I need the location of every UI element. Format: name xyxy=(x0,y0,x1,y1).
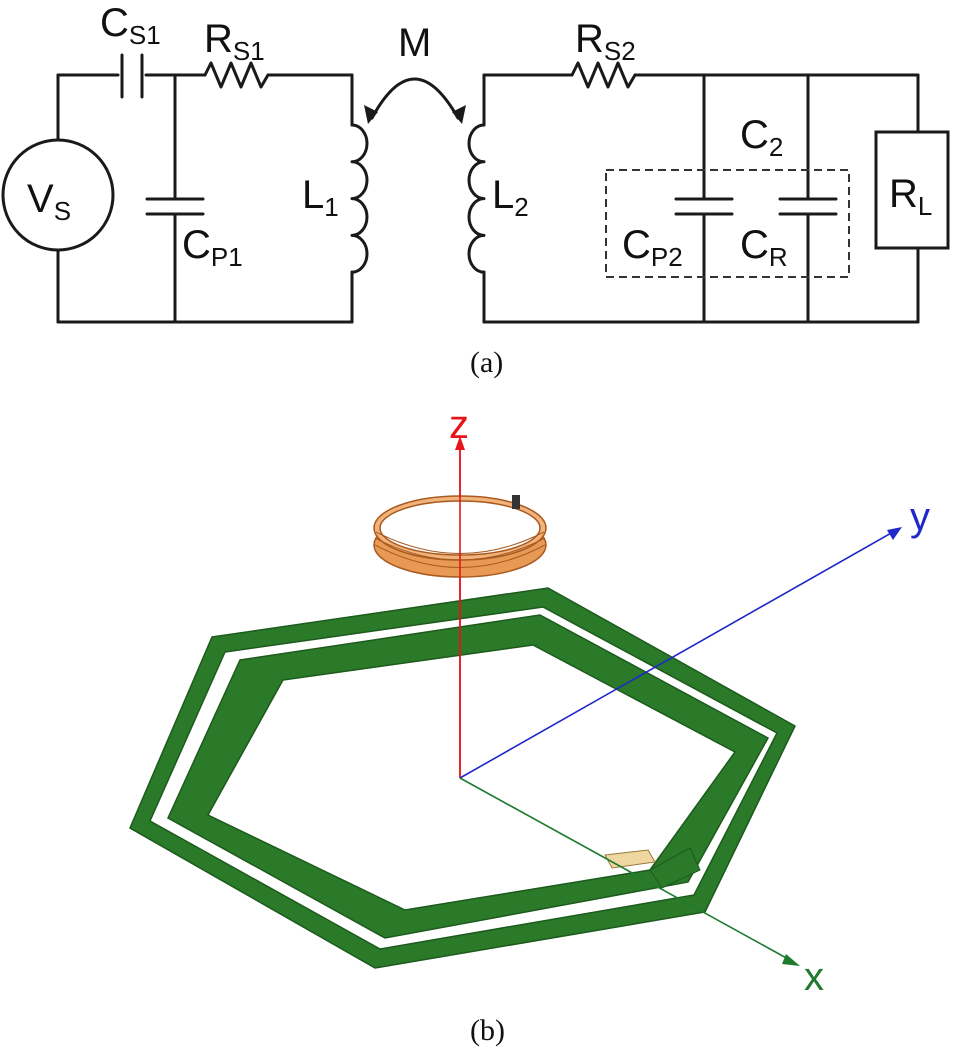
capacitor-cr-label: CR xyxy=(740,223,788,272)
pad-outer-trace xyxy=(129,587,796,969)
c2-group-box xyxy=(605,169,850,278)
capacitor-cs1: CS1 xyxy=(100,1,161,99)
secondary-wiring xyxy=(482,73,920,324)
mutual-coupling: M xyxy=(364,21,466,124)
x-axis-label: x xyxy=(804,955,824,999)
y-axis: y xyxy=(459,495,930,779)
resistor-rs1: RS1 xyxy=(203,17,270,89)
resistor-rs1-label: RS1 xyxy=(204,17,265,66)
circuit-diagram: VS CS1 RS1 CP1 L1 M xyxy=(1,1,950,379)
primary-wiring xyxy=(56,73,354,324)
capacitor-cr: CR xyxy=(740,197,838,272)
inductor-l2: L2 xyxy=(467,123,529,274)
capacitor-cs1-label: CS1 xyxy=(100,1,161,50)
inductor-l1: L1 xyxy=(302,123,369,274)
capacitor-cp1-label: CP1 xyxy=(182,223,243,272)
z-axis: z xyxy=(449,403,469,778)
x-axis: x xyxy=(459,777,824,999)
inductor-l1-label: L1 xyxy=(302,173,339,222)
inductor-l2-label: L2 xyxy=(492,173,529,222)
caption-a: (a) xyxy=(470,346,503,379)
load-resistor-label: RL xyxy=(889,172,932,221)
y-axis-label: y xyxy=(910,495,930,539)
resistor-rs2: RS2 xyxy=(570,17,637,89)
mutual-inductance-label: M xyxy=(398,21,431,65)
load-resistor: RL xyxy=(874,130,950,250)
capacitor-cp1: CP1 xyxy=(145,197,243,272)
pad-inner-trace xyxy=(167,614,770,939)
z-axis-label: z xyxy=(449,403,469,447)
capacitor-c2-label: C2 xyxy=(740,113,783,162)
voltage-source-label: VS xyxy=(27,177,71,226)
coil-model: z y x (b) xyxy=(129,403,930,1047)
capacitor-cp2: CP2 xyxy=(622,197,734,272)
caption-b: (b) xyxy=(470,1014,505,1047)
resistor-rs2-label: RS2 xyxy=(575,17,636,66)
pad-terminal xyxy=(604,849,656,869)
capacitor-cp2-label: CP2 xyxy=(622,223,683,272)
voltage-source-symbol xyxy=(1,138,115,252)
voltage-source: VS xyxy=(1,138,115,252)
